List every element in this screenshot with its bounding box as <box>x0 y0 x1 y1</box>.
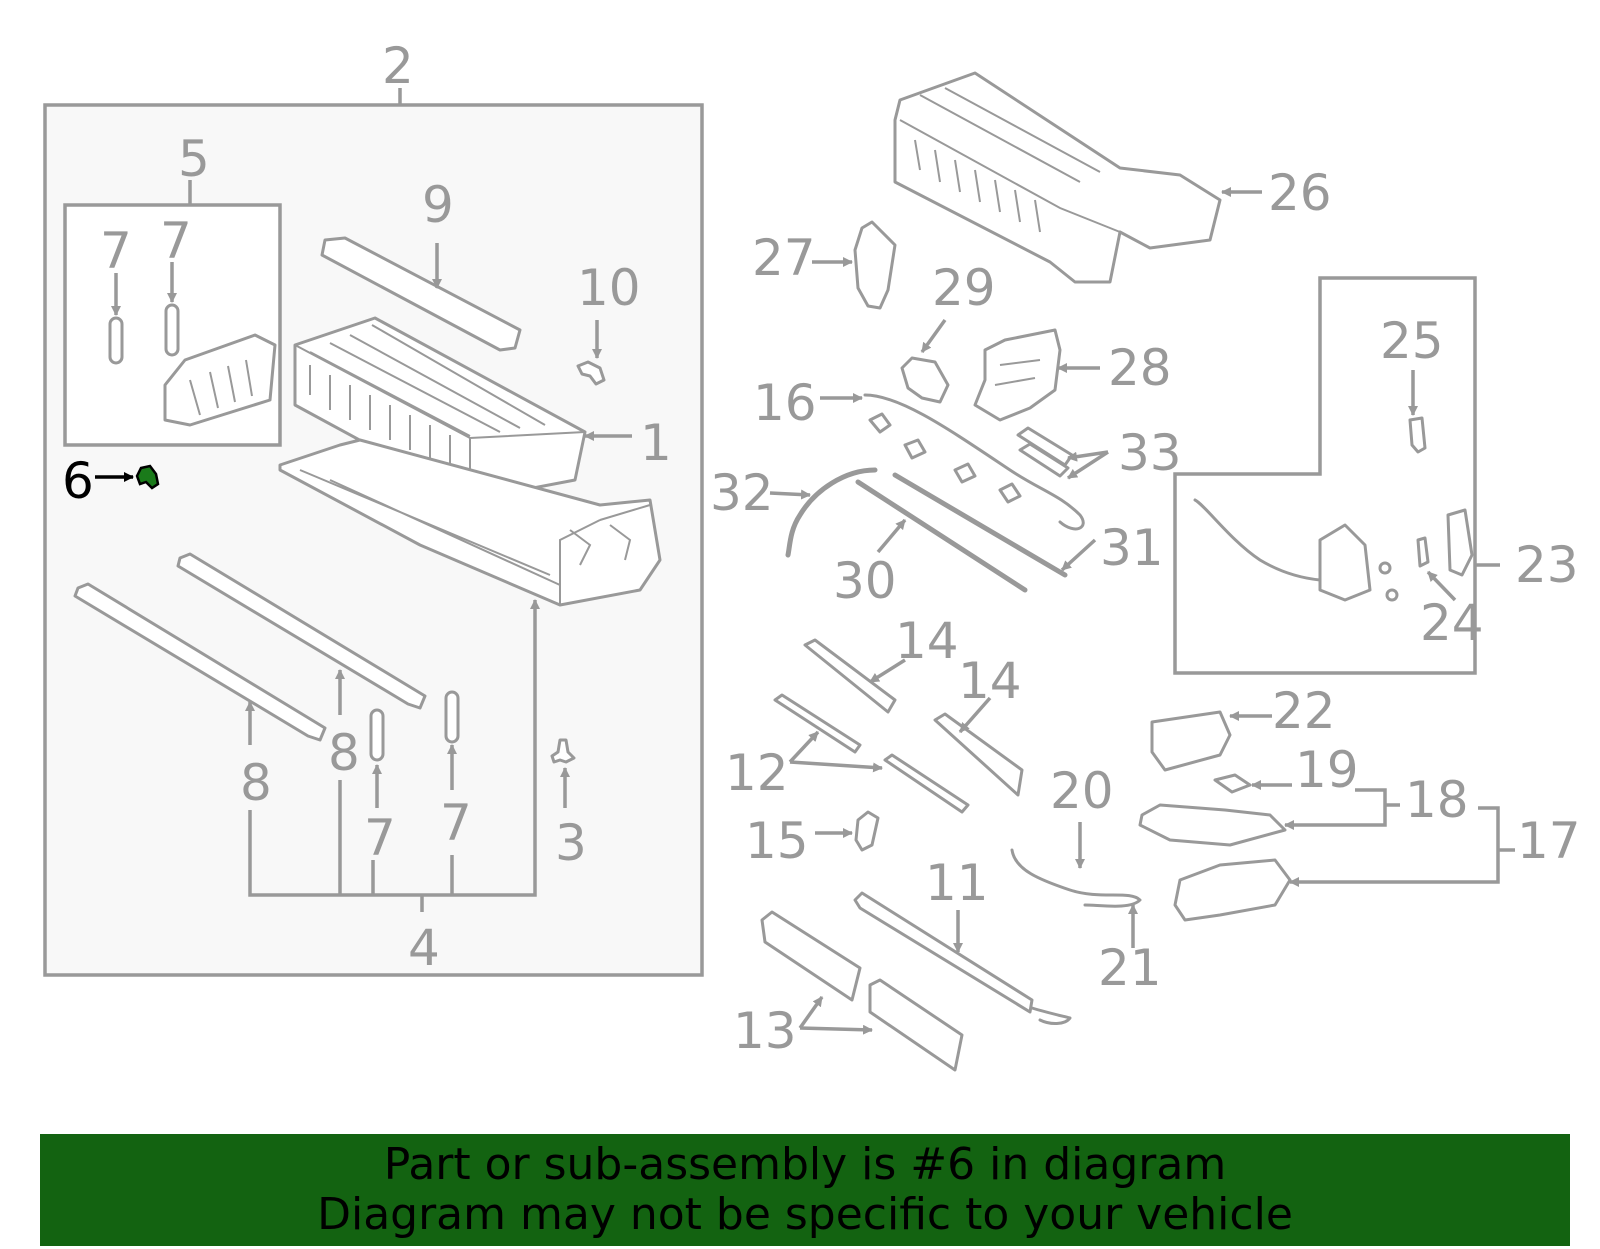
bracket-17-18 <box>1284 788 1515 887</box>
callout-22: 22 <box>1272 682 1336 740</box>
callout-21: 21 <box>1098 939 1162 997</box>
callout-8a: 8 <box>240 754 272 812</box>
callout-3: 3 <box>555 814 587 872</box>
part-29 <box>900 318 950 404</box>
callout-17: 17 <box>1517 812 1581 870</box>
banner-line-2: Diagram may not be specific to your vehi… <box>317 1189 1293 1240</box>
part-22 <box>1150 710 1272 772</box>
part-23-latch <box>1193 498 1474 602</box>
callout-28: 28 <box>1108 339 1172 397</box>
callout-8b: 8 <box>328 724 360 782</box>
callout-31: 31 <box>1100 519 1164 577</box>
callout-labels: 1 2 3 4 5 6 7 7 7 7 8 8 9 10 11 12 13 14… <box>62 37 1581 1060</box>
callout-16: 16 <box>753 374 817 432</box>
callout-6: 6 <box>62 452 94 510</box>
part-7-pins-lower <box>369 690 460 808</box>
part-18 <box>1138 803 1287 847</box>
callout-7a: 7 <box>100 222 132 280</box>
part-28 <box>973 328 1100 422</box>
part-9-strip <box>320 236 522 352</box>
banner-line-1: Part or sub-assembly is #6 in diagram <box>383 1139 1227 1190</box>
part-battery-tray <box>278 438 662 607</box>
part-12 <box>773 693 970 814</box>
part-3-clip <box>550 738 576 808</box>
callout-7c: 7 <box>364 809 396 867</box>
part-30-rod <box>855 479 1028 593</box>
callout-12: 12 <box>725 744 789 802</box>
subassembly-box-23 <box>1173 276 1500 675</box>
part-14b <box>933 696 1024 797</box>
callout-24: 24 <box>1420 594 1484 652</box>
part-19 <box>1213 773 1292 794</box>
info-banner: Part or sub-assembly is #6 in diagram Di… <box>40 1134 1570 1246</box>
callout-26: 26 <box>1268 164 1332 222</box>
part-16-harness <box>820 393 1085 531</box>
callout-27: 27 <box>752 229 816 287</box>
part-31-rod <box>892 472 1097 578</box>
callout-32: 32 <box>710 464 774 522</box>
part-26-cover <box>893 71 1262 284</box>
part-15 <box>815 810 880 852</box>
callout-29: 29 <box>932 259 996 317</box>
part-7-pins-box5 <box>108 262 180 365</box>
part-5-bracket <box>163 333 277 427</box>
callout-23: 23 <box>1515 536 1579 594</box>
callout-13: 13 <box>733 1002 797 1060</box>
callout-7d: 7 <box>440 794 472 852</box>
part-20-21-rod <box>1010 822 1142 948</box>
bracket-4 <box>248 599 540 912</box>
callout-30: 30 <box>833 552 897 610</box>
part-11 <box>853 891 1072 1025</box>
part-27 <box>812 220 897 310</box>
part-6-highlighted <box>95 464 160 490</box>
callout-2: 2 <box>382 37 414 95</box>
callout-4: 4 <box>408 919 440 977</box>
part-14a <box>803 638 906 714</box>
callout-9: 9 <box>422 176 454 234</box>
callout-33: 33 <box>1118 424 1182 482</box>
part-32-hose <box>769 467 878 558</box>
part-13 <box>760 910 964 1072</box>
callout-25: 25 <box>1380 312 1444 370</box>
callout-15: 15 <box>745 812 809 870</box>
part-25 <box>1408 370 1427 454</box>
part-33 <box>1016 426 1109 480</box>
part-1-battery-stack <box>293 316 587 502</box>
part-10-clip <box>576 320 606 386</box>
part-17 <box>1173 858 1292 922</box>
callout-5: 5 <box>178 130 210 188</box>
callout-10: 10 <box>577 259 641 317</box>
callout-14a: 14 <box>895 612 959 670</box>
callout-11: 11 <box>925 854 989 912</box>
part-8-strips <box>73 552 427 745</box>
callout-20: 20 <box>1050 762 1114 820</box>
callout-19: 19 <box>1295 741 1359 799</box>
callout-14b: 14 <box>958 652 1022 710</box>
callout-7b: 7 <box>160 212 192 270</box>
callout-18: 18 <box>1405 771 1469 829</box>
callout-1: 1 <box>640 414 672 472</box>
